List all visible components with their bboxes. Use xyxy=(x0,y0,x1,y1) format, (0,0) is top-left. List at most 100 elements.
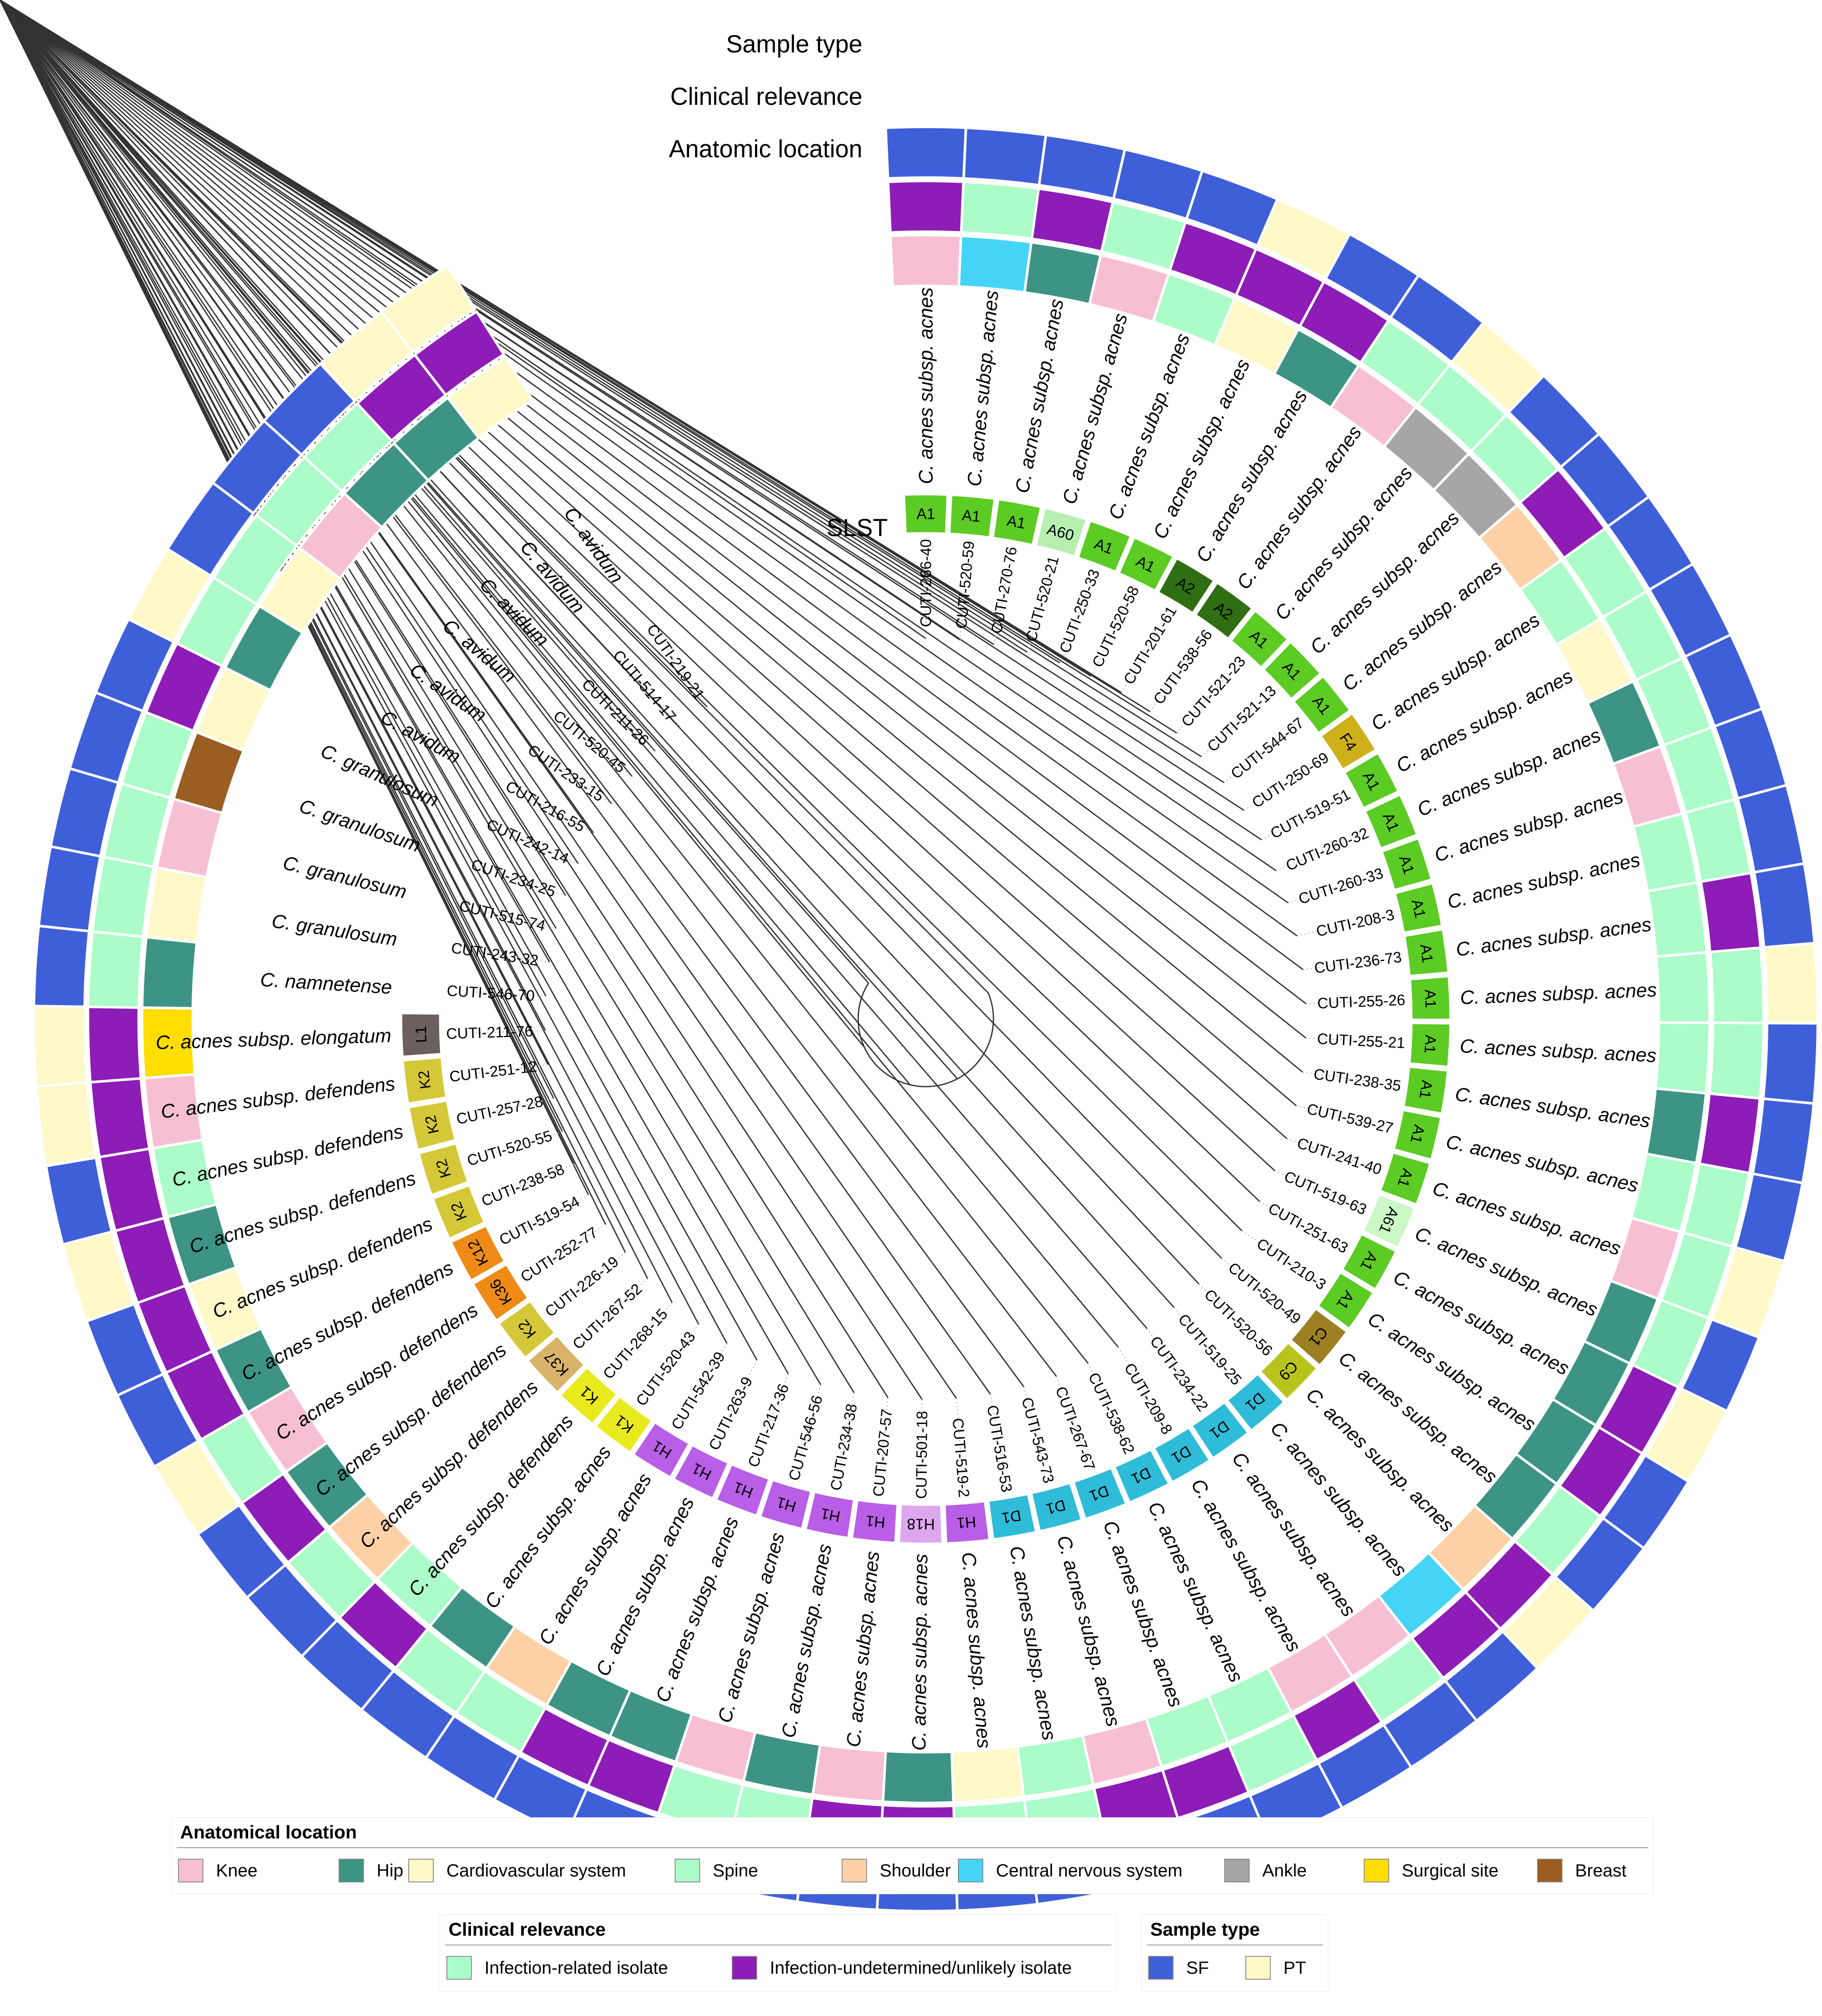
species-label: C. acnes subsp. acnes xyxy=(1444,1130,1641,1197)
legend-swatch-knee xyxy=(178,1859,203,1882)
tree-branch xyxy=(0,0,821,1385)
slst-cell xyxy=(760,1479,812,1529)
slst-cell xyxy=(401,1013,442,1057)
sample-cell xyxy=(1037,133,1127,200)
isolate-id-label: CUTI-207-57 xyxy=(870,1408,896,1497)
sample-cell xyxy=(1751,1097,1815,1185)
slst-cell xyxy=(1157,558,1215,614)
legend-item-infection-undetermined: Infection-undetermined/unlikely isolate xyxy=(732,1953,1072,1983)
species-label: C. acnes subsp. defendens xyxy=(238,1257,457,1385)
slst-cell xyxy=(1381,838,1432,890)
clinical-cell xyxy=(1699,871,1762,953)
tree-branch xyxy=(0,0,758,1361)
slst-label: A1 xyxy=(1421,1035,1439,1054)
legend-swatch-cardiovascular xyxy=(408,1859,434,1882)
phylogenetic-tree xyxy=(0,0,1381,1474)
slst-label: A1 xyxy=(1407,1123,1428,1145)
slst-cell xyxy=(1320,713,1376,770)
leaf-extension xyxy=(687,1343,728,1407)
species-label: C. acnes subsp. acnes xyxy=(915,288,937,484)
leaf-extension xyxy=(993,571,1008,645)
clinical-cell xyxy=(91,855,155,938)
isolate-id-label: CUTI-255-21 xyxy=(1317,1030,1406,1052)
legend-item-pt: PT xyxy=(1245,1953,1306,1983)
tree-branch xyxy=(0,0,889,1398)
slst-cell xyxy=(1409,1023,1451,1067)
sample-type-legend: Sample type SF PT xyxy=(1141,1915,1328,1991)
slst-cell xyxy=(1031,1482,1082,1531)
slst-label: A1 xyxy=(1422,989,1440,1008)
legend-swatch-cns xyxy=(958,1859,983,1882)
leaf-extension xyxy=(1302,1071,1376,1083)
slst-cell xyxy=(1404,929,1449,976)
leaf-extension xyxy=(550,761,612,805)
clinical-relevance-ring-label: Clinical relevance xyxy=(670,83,862,110)
leaf-extension xyxy=(1296,1105,1369,1123)
tree-branch xyxy=(0,0,1306,1039)
slst-label: H1 xyxy=(865,1512,886,1531)
leaf-extension xyxy=(722,1360,758,1429)
slst-cell xyxy=(1035,507,1087,557)
slst-cell xyxy=(1073,1468,1127,1519)
legend-label: Infection-related isolate xyxy=(484,1958,668,1978)
leaf-extension xyxy=(1121,628,1160,693)
legend-item-hip: Hip xyxy=(339,1856,403,1885)
isolate-id-label: CUTI-519-2 xyxy=(949,1417,973,1498)
leaf-extension xyxy=(1305,1037,1380,1042)
species-label: C. acnes subsp. acnes xyxy=(1302,1383,1458,1536)
slst-cell xyxy=(1344,753,1399,809)
tree-branch xyxy=(0,0,865,1048)
leaf-extension xyxy=(491,1131,563,1154)
legend-swatch-infection-related xyxy=(446,1956,472,1980)
tree-branch xyxy=(0,0,1089,1364)
leaf-extension xyxy=(1223,736,1283,783)
leaf-extension xyxy=(505,1163,575,1193)
clinical-cell xyxy=(87,930,145,1009)
species-label: C. acnes subsp. defendens xyxy=(271,1298,481,1444)
slst-cell xyxy=(1230,610,1289,668)
sample-type-ring-label: Sample type xyxy=(726,30,862,58)
species-label: C. acnes subsp. acnes xyxy=(963,289,1003,487)
clinical-cell xyxy=(1709,946,1765,1024)
slst-cell xyxy=(473,1264,529,1321)
legend-label: SF xyxy=(1186,1958,1209,1978)
slst-cell xyxy=(1403,1066,1448,1114)
tree-branch xyxy=(0,0,1151,712)
anatomic-cell xyxy=(742,1730,822,1797)
sample-cell xyxy=(1762,1022,1819,1105)
tree-branch xyxy=(0,0,989,994)
tree-root-arc xyxy=(857,983,994,1087)
isolate-id-label: CUTI-236-73 xyxy=(1313,948,1403,977)
slst-cell xyxy=(1195,582,1253,639)
leaf-extension xyxy=(1174,1307,1223,1364)
isolate-id-label: CUTI-263-9 xyxy=(705,1374,756,1453)
legend-swatch-breast xyxy=(1537,1859,1562,1882)
leaf-extension xyxy=(528,797,594,834)
species-label: C. granulosum xyxy=(270,909,399,950)
species-label: C. acnes subsp. acnes xyxy=(1364,1307,1540,1435)
isolate-id-label: CUTI-520-55 xyxy=(465,1127,554,1170)
species-label: C. acnes subsp. acnes xyxy=(1454,1083,1652,1132)
species-label: C. acnes subsp. acnes xyxy=(1306,507,1464,658)
tree-branch xyxy=(0,0,1275,1171)
slst-cell xyxy=(1118,537,1174,591)
slst-label: D1 xyxy=(1000,1507,1022,1527)
leaf-extension xyxy=(1149,651,1194,712)
isolate-id-label: CUTI-546-56 xyxy=(785,1393,826,1482)
leaf-extension xyxy=(1023,1386,1044,1459)
isolate-id-label: CUTI-539-27 xyxy=(1305,1100,1395,1137)
legend-label: Central nervous system xyxy=(996,1860,1183,1880)
leaf-extension xyxy=(990,1394,1004,1468)
slst-cell xyxy=(1393,1109,1442,1160)
legend-label: Cardiovascular system xyxy=(446,1860,626,1880)
sample-legend-title: Sample type xyxy=(1150,1919,1260,1940)
legend-label: Breast xyxy=(1575,1860,1627,1880)
slst-cell xyxy=(527,1335,585,1393)
tree-branch xyxy=(0,0,1262,841)
leaf-extension xyxy=(1306,1000,1381,1004)
isolate-id-label: CUTI-520-59 xyxy=(952,540,978,630)
species-label: C. acnes subsp. acnes xyxy=(1460,979,1657,1009)
leaf-extension xyxy=(522,1194,589,1230)
slst-cell xyxy=(1341,1233,1397,1290)
tree-branch xyxy=(0,0,1057,1377)
